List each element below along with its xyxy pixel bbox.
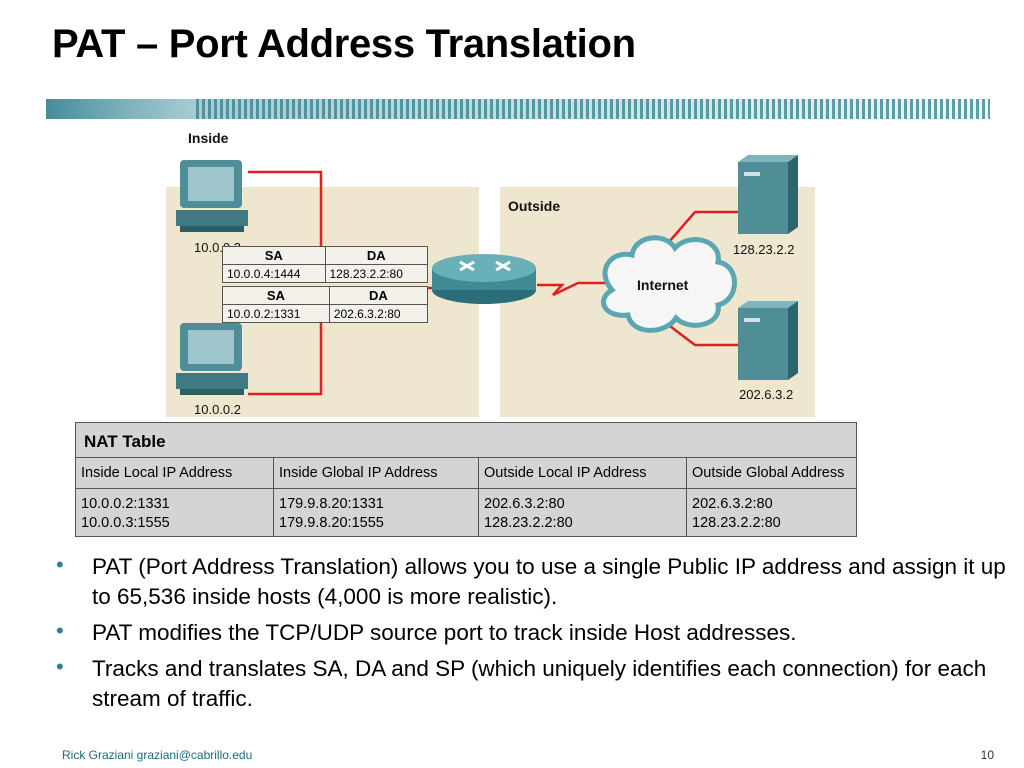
- pc-icon-1: [176, 160, 248, 232]
- packet1-sa: 10.0.0.4:1444: [222, 264, 326, 283]
- packet2-sa: 10.0.0.2:1331: [222, 304, 330, 323]
- bullet-dot-icon: •: [56, 654, 64, 679]
- bullet-dot-icon: •: [56, 552, 64, 577]
- pc-icon-2: [176, 323, 248, 395]
- network-diagram: Inside Outside Internet 10.0.0.3 10.0.0.…: [166, 130, 815, 417]
- packet2-sa-header: SA: [222, 286, 330, 305]
- inside-label: Inside: [188, 130, 229, 146]
- packet1-da: 128.23.2.2:80: [324, 264, 428, 283]
- nat-header-inside-local: Inside Local IP Address: [76, 458, 274, 489]
- nat-cell: 179.9.8.20:1555: [279, 515, 384, 531]
- nat-table: NAT Table Inside Local IP Address Inside…: [75, 422, 857, 537]
- nat-cell: 128.23.2.2:80: [484, 515, 573, 531]
- server2-ip-label: 202.6.3.2: [739, 387, 794, 402]
- bullet-list: •PAT (Port Address Translation) allows y…: [56, 552, 1006, 720]
- packet-header-1: SA DA 10.0.0.4:1444 128.23.2.2:80: [222, 246, 428, 283]
- nat-header-inside-global: Inside Global IP Address: [273, 458, 479, 489]
- router-icon: [432, 254, 536, 304]
- nat-table-title: NAT Table: [76, 423, 856, 458]
- nat-cell: 202.6.3.2:80: [484, 496, 565, 512]
- page-number: 10: [980, 748, 994, 762]
- title-decoration-bar: [46, 99, 990, 119]
- nat-cell: 202.6.3.2:80: [692, 496, 773, 512]
- nat-cell: 128.23.2.2:80: [692, 515, 781, 531]
- bullet-item: •PAT (Port Address Translation) allows y…: [56, 552, 1006, 609]
- packet2-da-header: DA: [328, 286, 429, 305]
- internet-cloud-icon: [601, 235, 737, 333]
- internet-label: Internet: [637, 277, 689, 293]
- nat-header-outside-local: Outside Local IP Address: [478, 458, 687, 489]
- bullet-item: •PAT modifies the TCP/UDP source port to…: [56, 618, 797, 645]
- server-icon-2: [738, 301, 798, 380]
- server1-ip-label: 128.23.2.2: [733, 242, 795, 257]
- packet2-da: 202.6.3.2:80: [328, 304, 429, 323]
- server-icon-1: [738, 155, 798, 234]
- nat-header-outside-global: Outside Global Address: [686, 458, 856, 489]
- outside-label: Outside: [508, 198, 561, 214]
- packet-header-2: SA DA 10.0.0.2:1331 202.6.3.2:80: [222, 286, 429, 323]
- nat-data-row: 10.0.0.2:1331 10.0.0.3:1555 179.9.8.20:1…: [76, 488, 856, 536]
- bullet-dot-icon: •: [56, 618, 64, 643]
- footer-author: Rick Graziani graziani@cabrillo.edu: [62, 748, 253, 762]
- host2-ip-label: 10.0.0.2: [194, 402, 241, 417]
- packet1-da-header: DA: [324, 246, 428, 265]
- nat-cell: 10.0.0.3:1555: [81, 515, 170, 531]
- nat-cell: 10.0.0.2:1331: [81, 496, 170, 512]
- bullet-item: •Tracks and translates SA, DA and SP (wh…: [56, 654, 987, 711]
- packet1-sa-header: SA: [222, 246, 326, 265]
- slide-title: PAT – Port Address Translation: [52, 22, 636, 66]
- nat-cell: 179.9.8.20:1331: [279, 496, 384, 512]
